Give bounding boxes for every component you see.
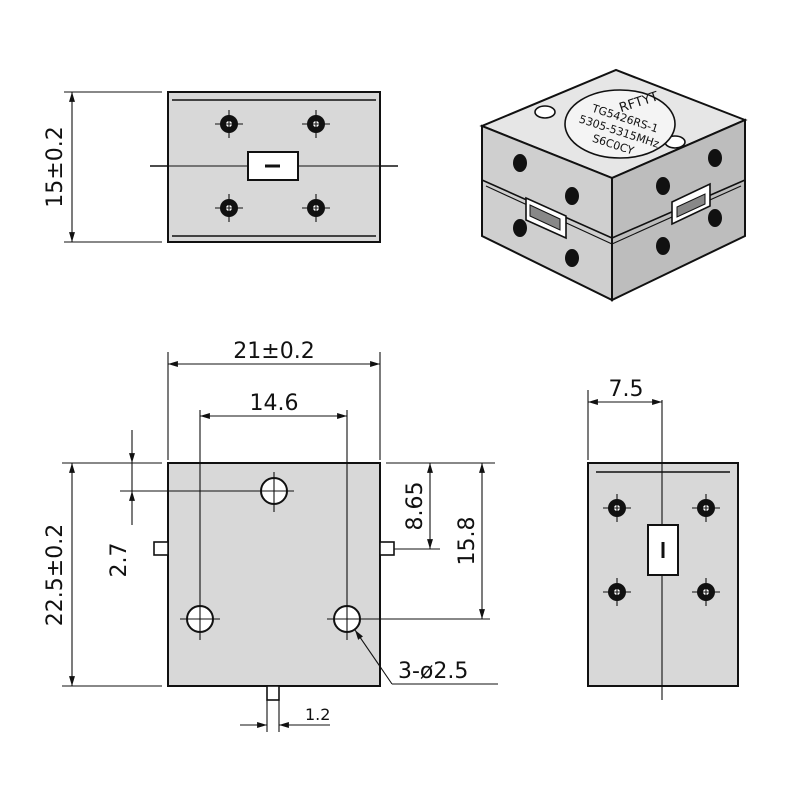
dim-hole-callout: 3-ø2.5 xyxy=(398,659,468,684)
screw-hole-icon xyxy=(603,494,631,522)
dim-port-to-hole: 15.8 xyxy=(455,517,480,566)
side-view: 7.5 xyxy=(587,377,739,700)
screw-hole-icon xyxy=(603,578,631,606)
mount-hole-icon xyxy=(327,410,490,640)
top-view-port xyxy=(247,151,299,181)
dim-hole-offset: 2.7 xyxy=(107,543,132,578)
isometric-view: RFTYT TG5426RS-1 5305-5315MHz S6C0CY xyxy=(479,68,748,302)
mount-hole-icon xyxy=(180,410,220,640)
bottom-pin xyxy=(266,685,280,701)
screw-hole-icon xyxy=(215,194,243,222)
screw-hole-icon xyxy=(692,494,720,522)
screw-hole-icon xyxy=(215,110,243,138)
front-view: 21±0.2 14.6 22.5±0.2 2.7 8.65 15.8 3-ø2.… xyxy=(43,339,498,732)
dim-pin-width: 1.2 xyxy=(305,705,330,724)
dim-side-half-width: 7.5 xyxy=(609,377,644,402)
iso-label: RFTYT TG5426RS-1 5305-5315MHz S6C0CY xyxy=(564,89,676,159)
mount-hole-icon xyxy=(120,472,294,512)
top-view: 15±0.2 xyxy=(43,91,398,243)
dim-body-height: 22.5±0.2 xyxy=(43,524,68,626)
dim-top-height: 15±0.2 xyxy=(43,126,68,207)
dim-port-offset: 8.65 xyxy=(403,482,428,531)
dim-width: 21±0.2 xyxy=(233,339,314,364)
dim-hole-spacing: 14.6 xyxy=(250,391,299,416)
screw-hole-icon xyxy=(692,578,720,606)
screw-hole-icon xyxy=(302,194,330,222)
screw-hole-icon xyxy=(302,110,330,138)
